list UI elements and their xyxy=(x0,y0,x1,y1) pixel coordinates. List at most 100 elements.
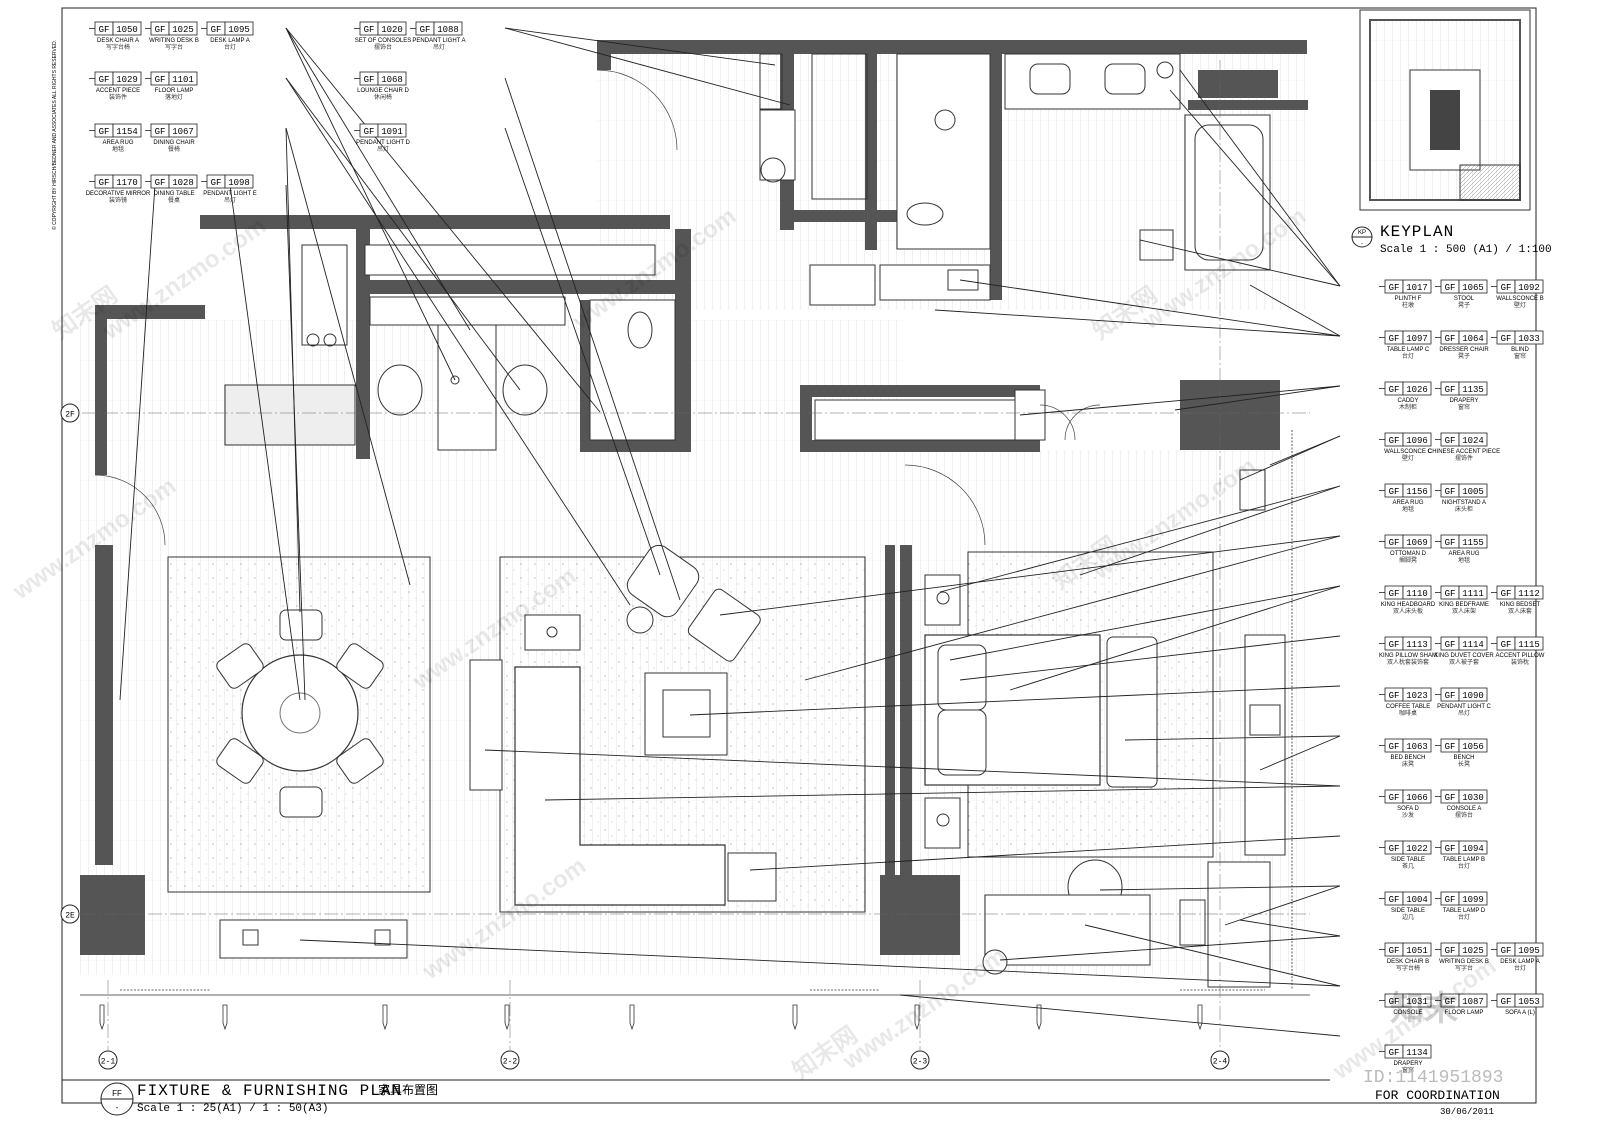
tag-item-name: DECORATIVE MIRROR xyxy=(86,191,151,197)
tag-item-name: KING HEADBOARD xyxy=(1381,602,1436,608)
console-table xyxy=(219,919,408,959)
dining-table xyxy=(241,654,359,772)
tag-prefix: GF xyxy=(1501,283,1512,293)
tag-code: 1098 xyxy=(228,178,250,188)
tv-console xyxy=(1244,634,1286,856)
tag-code: 1154 xyxy=(116,127,138,137)
tag-item-name: TABLE LAMP C xyxy=(1387,347,1430,353)
tag-prefix: GF xyxy=(155,127,166,137)
grid-bubble-column: 2-2 xyxy=(500,1050,520,1070)
tag-item-name: BENCH xyxy=(1453,755,1474,761)
title-symbol: FF xyxy=(112,1089,122,1098)
tag-item-name-cn: 写字台 xyxy=(165,43,183,51)
grid-bubble-column: 2-1 xyxy=(98,1050,118,1070)
tag-code: 1069 xyxy=(1406,538,1428,548)
tag-code: 1065 xyxy=(1462,283,1484,293)
tag-prefix: GF xyxy=(364,127,375,137)
tag-item-name: DINING CHAIR xyxy=(153,140,195,146)
tag-item-name-cn: 双人被子套 xyxy=(1449,658,1479,666)
tag-prefix: GF xyxy=(1389,844,1400,854)
tag-prefix: GF xyxy=(1389,1048,1400,1058)
tag-code: 1155 xyxy=(1462,538,1484,548)
grid-bubble-row: 2E xyxy=(60,904,80,924)
tag-item-name: PENDANT LIGHT E xyxy=(203,191,256,197)
tag-item-name-cn: 搁脚凳 xyxy=(1399,556,1417,564)
tag-code: 1017 xyxy=(1406,283,1428,293)
tag-item-name-cn: 吊灯 xyxy=(224,196,236,204)
side-table xyxy=(727,852,777,902)
tag-item-name-cn: 双人床架 xyxy=(1452,607,1476,615)
tag-code: 1064 xyxy=(1462,334,1484,344)
bar-stool xyxy=(377,364,423,416)
tag-prefix: GF xyxy=(1445,640,1456,650)
tag-item-name: BLIND xyxy=(1511,347,1529,353)
tag-prefix: GF xyxy=(1501,589,1512,599)
tag-code: 1111 xyxy=(1462,589,1484,599)
tag-item-name-cn: 装饰件 xyxy=(109,93,127,101)
nightstand xyxy=(924,797,961,849)
tag-item-name: NIGHTSTAND A xyxy=(1442,500,1486,506)
date-stamp: 30/06/2011 xyxy=(1440,1107,1494,1117)
tag-prefix: GF xyxy=(1501,946,1512,956)
lounge-ottoman xyxy=(687,588,761,662)
svg-text:2-1: 2-1 xyxy=(101,1058,116,1067)
dining-chairs xyxy=(216,609,384,818)
tag-code: 1095 xyxy=(1518,946,1540,956)
sectional-sofa xyxy=(514,666,726,906)
keyplan-title: KEYPLAN xyxy=(1380,223,1454,241)
tag-code: 1170 xyxy=(116,178,138,188)
tag-item-name-cn: 摆饰台 xyxy=(374,43,392,51)
leader-lines xyxy=(119,27,1341,1037)
tag-item-name: FLOOR LAMP xyxy=(155,88,194,94)
tag-prefix: GF xyxy=(1389,742,1400,752)
tag-item-name-cn: 窗帘 xyxy=(1458,403,1470,411)
tag-code: 1101 xyxy=(172,75,194,85)
tag-code: 1156 xyxy=(1406,487,1428,497)
tag-code: 1110 xyxy=(1406,589,1428,599)
svg-text:2F: 2F xyxy=(65,411,75,420)
watermark-logo: 知末 xyxy=(1390,990,1458,1028)
tag-item-name: DINING TABLE xyxy=(153,191,194,197)
tag-item-name-cn: 吊灯 xyxy=(1458,709,1470,717)
tag-item-name: SIDE TABLE xyxy=(1391,857,1425,863)
bar-counter xyxy=(437,324,497,451)
tag-item-name: CONSOLE xyxy=(1393,1010,1422,1016)
tag-prefix: GF xyxy=(1389,334,1400,344)
grid-bubble-row: 2F xyxy=(60,403,80,423)
tag-item-name-cn: 木制柜 xyxy=(1399,403,1417,411)
drawing-title-cn: 家具布置图 xyxy=(378,1082,438,1097)
tag-item-name: BED BENCH xyxy=(1390,755,1425,761)
tag-code: 1030 xyxy=(1462,793,1484,803)
tag-item-name-cn: 柱墩 xyxy=(1402,301,1414,309)
tag-code: 1025 xyxy=(1462,946,1484,956)
tag-item-name-cn: 餐椅 xyxy=(168,145,180,153)
tag-prefix: GF xyxy=(1445,538,1456,548)
tag-prefix: GF xyxy=(1445,997,1456,1007)
tag-item-name-cn: 台灯 xyxy=(1402,352,1414,360)
tag-prefix: GF xyxy=(99,25,110,35)
tag-item-name-cn: 休闲椅 xyxy=(374,93,392,101)
tag-prefix: GF xyxy=(1445,385,1456,395)
tag-prefix: GF xyxy=(1445,844,1456,854)
tag-prefix: GF xyxy=(364,75,375,85)
tag-code: 1097 xyxy=(1406,334,1428,344)
gridlines xyxy=(82,60,1310,1050)
tag-code: 1020 xyxy=(381,25,403,35)
tag-item-name-cn: 凳子 xyxy=(1458,352,1470,360)
tag-item-name-cn: 写字台椅 xyxy=(106,43,130,51)
tag-item-name: PLINTH F xyxy=(1395,296,1422,302)
tag-prefix: GF xyxy=(1501,640,1512,650)
columns xyxy=(80,70,1278,955)
tag-item-name: FLOOR LAMP xyxy=(1445,1010,1484,1016)
